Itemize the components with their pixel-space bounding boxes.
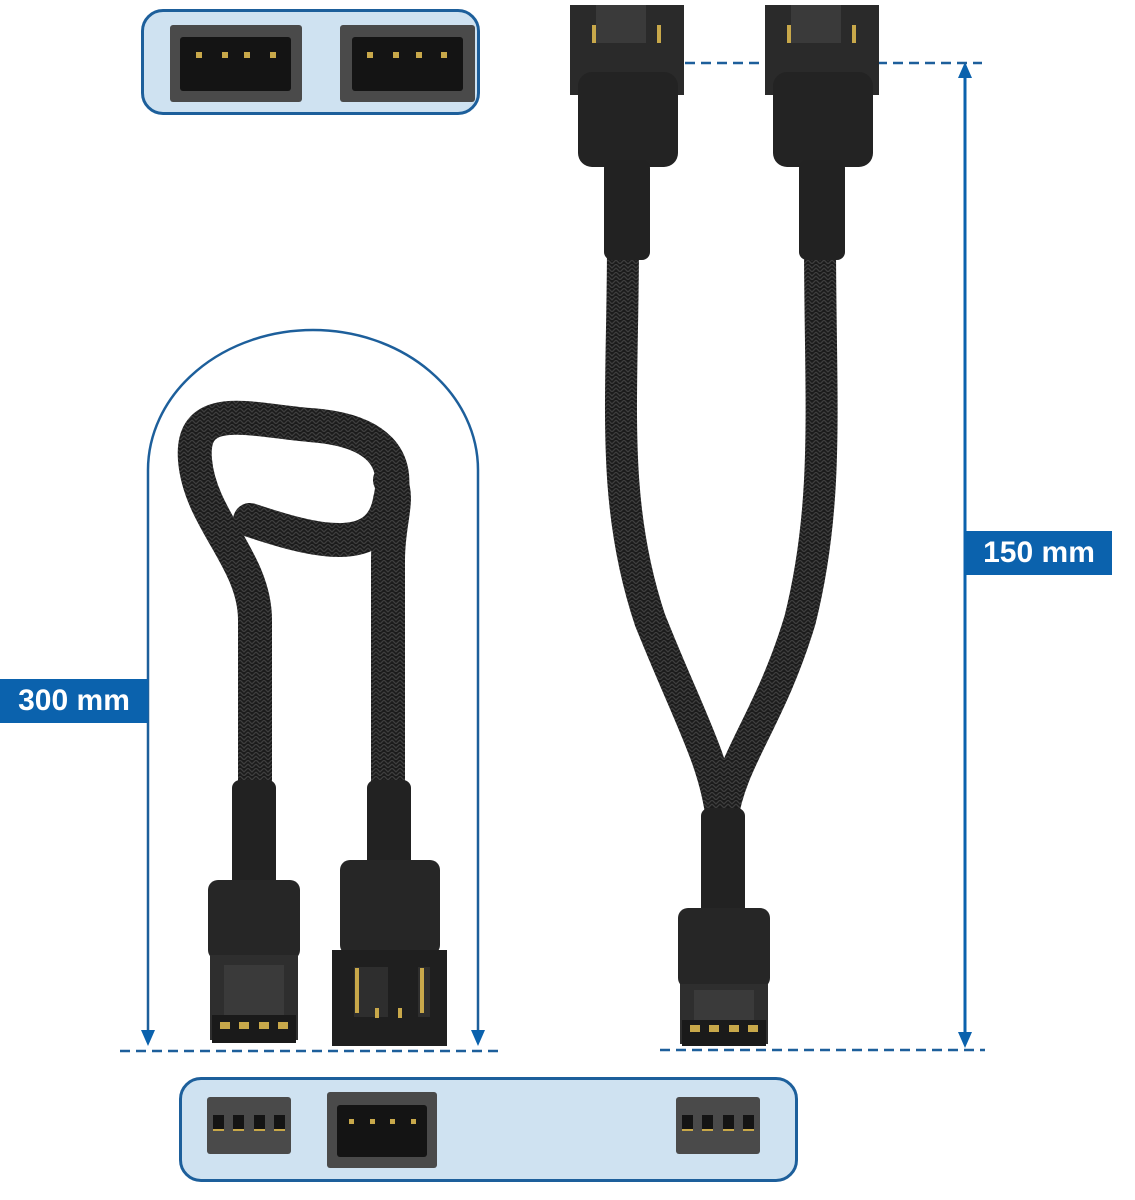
bottom-connector-panel	[179, 1077, 798, 1182]
dimension-label-150mm: 150 mm	[966, 531, 1112, 575]
dimension-label-300mm: 300 mm	[0, 679, 148, 723]
top-connector-panel	[141, 9, 480, 115]
splitter-cable-icon	[570, 5, 879, 1046]
male-header-connector-icon	[327, 1092, 437, 1168]
female-connector-icon	[676, 1097, 760, 1154]
extension-cable-icon	[177, 400, 447, 1046]
male-header-connector-icon	[170, 25, 302, 102]
male-header-connector-icon	[340, 25, 475, 102]
female-connector-icon	[207, 1097, 291, 1154]
length-dimension-300-icon	[120, 328, 500, 1053]
